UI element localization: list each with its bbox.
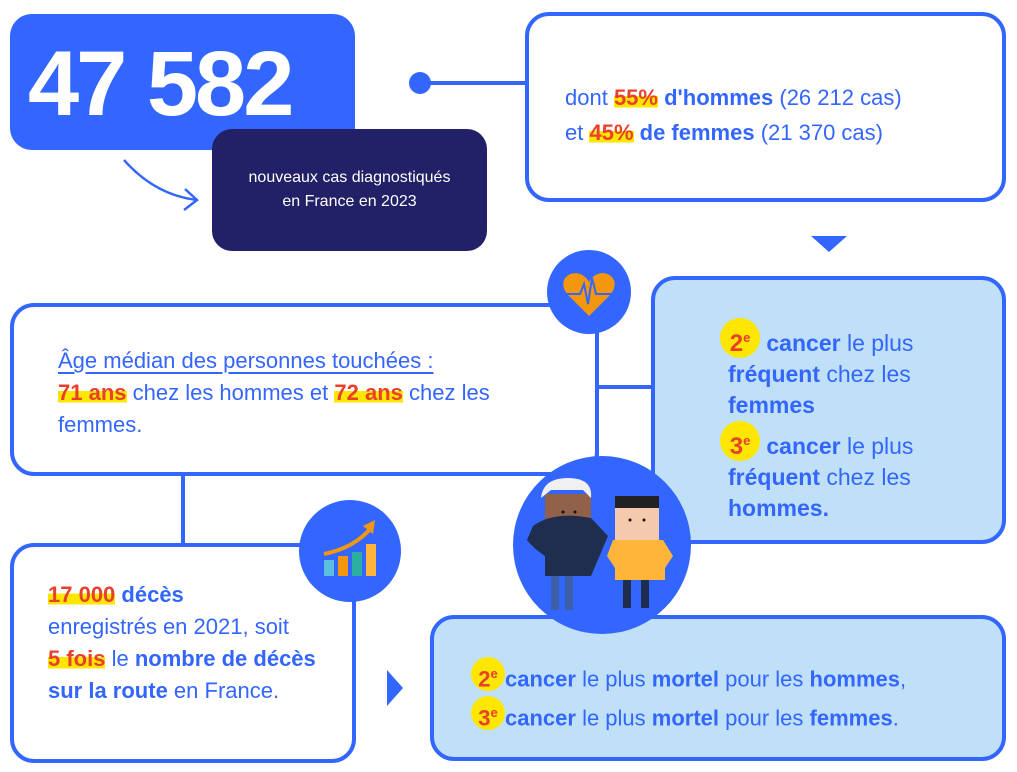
headline-caption: nouveaux cas diagnostiqués en France en …: [248, 169, 451, 210]
people-illustration: [513, 456, 691, 634]
connector-line: [181, 473, 185, 545]
rank-badge: 2e: [471, 657, 505, 691]
median-age-title: Âge médian des personnes touchées :: [58, 348, 434, 373]
gender-split-box: dont 55% d'hommes (26 212 cas) et 45% de…: [525, 12, 1006, 202]
women-share: et 45% de femmes (21 370 cas): [565, 120, 883, 145]
men-share: dont 55% d'hommes (26 212 cas): [565, 85, 902, 110]
deaths-year: enregistrés en 2021, soit: [48, 614, 289, 639]
rank-badge: 3e: [720, 421, 760, 461]
deaths-count: 17 000 décès: [48, 582, 184, 607]
deaths-comparison: 5 fois le nombre de décès sur la route e…: [48, 646, 316, 703]
deaths-box: 17 000 décès enregistrés en 2021, soit 5…: [10, 543, 356, 763]
couple-illustration-icon: [527, 478, 673, 610]
headline-caption-box: nouveaux cas diagnostiqués en France en …: [212, 129, 487, 251]
connector-line: [420, 81, 528, 85]
right-triangle-icon: [387, 670, 403, 706]
headline-number: 47 582: [28, 33, 294, 135]
headline-number-box: [10, 14, 355, 150]
median-age-values: 71 ans chez les hommes et 72 ans chez le…: [58, 380, 490, 437]
rank-badge: 3e: [471, 696, 505, 731]
heart-pulse-icon: [563, 273, 615, 316]
connector-line: [597, 385, 653, 389]
rank-badge: 2e: [720, 318, 760, 358]
heart-icon-badge: [547, 250, 631, 334]
growth-chart-icon: [323, 520, 376, 576]
chart-icon-badge: [299, 500, 401, 602]
curved-arrow-icon: [123, 159, 199, 211]
down-triangle-icon: [811, 236, 847, 252]
median-age-box: Âge médian des personnes touchées : 71 a…: [10, 303, 599, 476]
